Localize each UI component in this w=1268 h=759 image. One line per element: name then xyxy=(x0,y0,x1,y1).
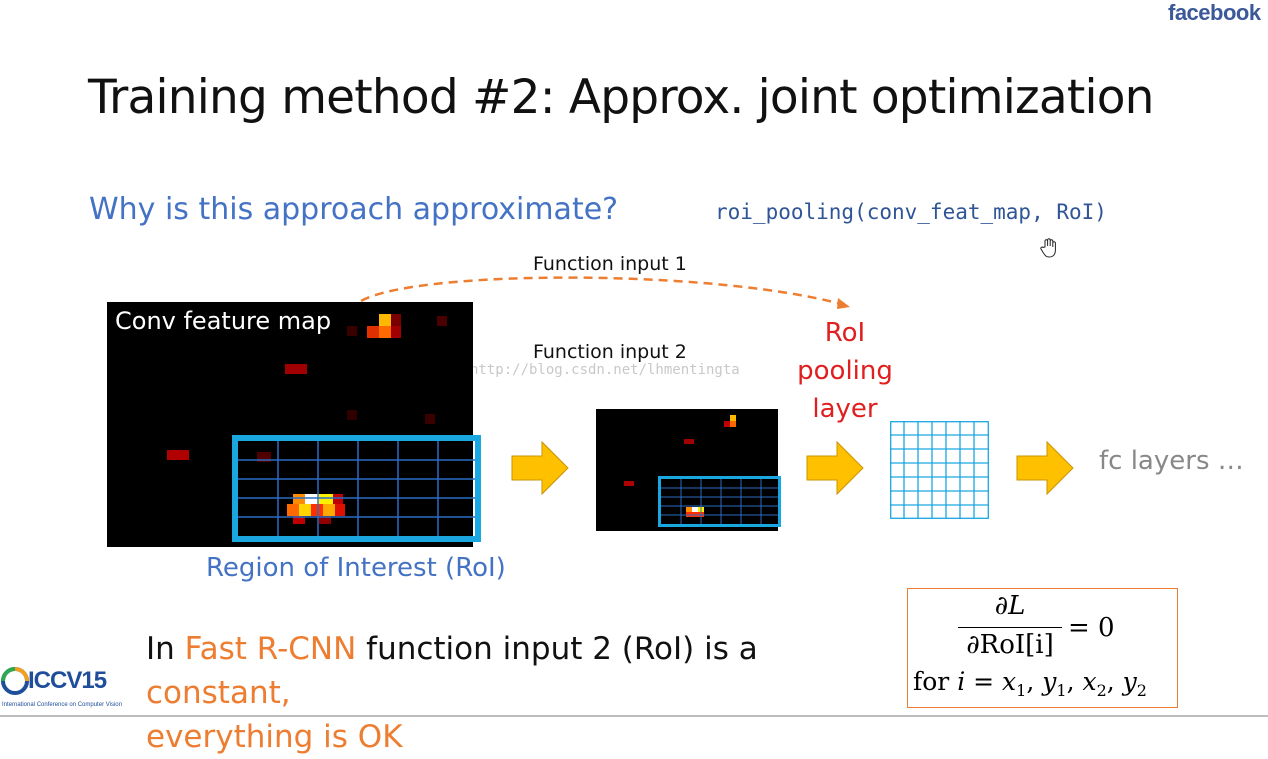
code-snippet: roi_pooling(conv_feat_map, RoI) xyxy=(715,200,1107,224)
pooled-output-grid xyxy=(890,421,989,519)
formula-for-line: for i = x1, y1, x2, y2 xyxy=(913,667,1147,700)
slide-title: Training method #2: Approx. joint optimi… xyxy=(88,70,1154,125)
iccv-logo-subtitle: International Conference on Computer Vis… xyxy=(2,702,122,708)
roi-box-small xyxy=(658,476,781,527)
roi-caption: Region of Interest (RoI) xyxy=(206,553,506,583)
conv-feature-map: Conv feature map xyxy=(107,302,473,547)
bottom-divider xyxy=(0,715,1268,717)
roi-pooling-layer-label: RoI pooling layer xyxy=(790,314,900,428)
right-arrow-icon xyxy=(1016,440,1074,496)
facebook-logo: facebook xyxy=(1168,0,1261,25)
gradient-fraction: ∂L ∂RoI[i] xyxy=(958,591,1062,664)
right-arrow-icon xyxy=(806,440,864,496)
input1-dashed-arrow xyxy=(350,276,846,313)
fc-layers-label: fc layers … xyxy=(1099,446,1244,476)
roi-grid-large xyxy=(238,441,475,536)
iccv-logo-text: ICCV15 xyxy=(28,667,107,694)
iccv-logo-icon xyxy=(1,667,29,695)
bottom-part3: function input 2 (RoI) is a xyxy=(356,631,758,667)
input1-arrowhead xyxy=(837,298,850,309)
fraction-numerator: ∂L xyxy=(994,591,1026,621)
bottom-part1: In xyxy=(146,631,185,667)
roi-box-large xyxy=(232,435,481,542)
feature-map-label: Conv feature map xyxy=(115,307,332,335)
bottom-part5: everything is OK xyxy=(146,719,403,755)
right-arrow-icon xyxy=(511,440,569,496)
function-input-1-label: Function input 1 xyxy=(533,253,687,275)
fraction-denominator: ∂RoI[i] xyxy=(966,630,1054,660)
function-input-2-label: Function input 2 xyxy=(533,341,687,363)
pooling-label-line2: pooling xyxy=(797,356,893,386)
pooling-label-line3: layer xyxy=(812,394,878,424)
bottom-part2: Fast R-CNN xyxy=(184,631,357,667)
small-feature-map xyxy=(596,409,778,531)
pooling-label-line1: RoI xyxy=(824,318,866,348)
question-text: Why is this approach approximate? xyxy=(89,192,619,227)
bottom-part4: constant, xyxy=(146,675,291,711)
watermark: http://blog.csdn.net/lhmentingta xyxy=(470,362,740,378)
hand-cursor-icon xyxy=(1040,238,1058,263)
formula-equals: = 0 xyxy=(1068,613,1115,643)
bottom-statement: In Fast R-CNN function input 2 (RoI) is … xyxy=(146,627,906,759)
formula-box: ∂L ∂RoI[i] = 0 for i = x1, y1, x2, y2 xyxy=(907,588,1178,708)
